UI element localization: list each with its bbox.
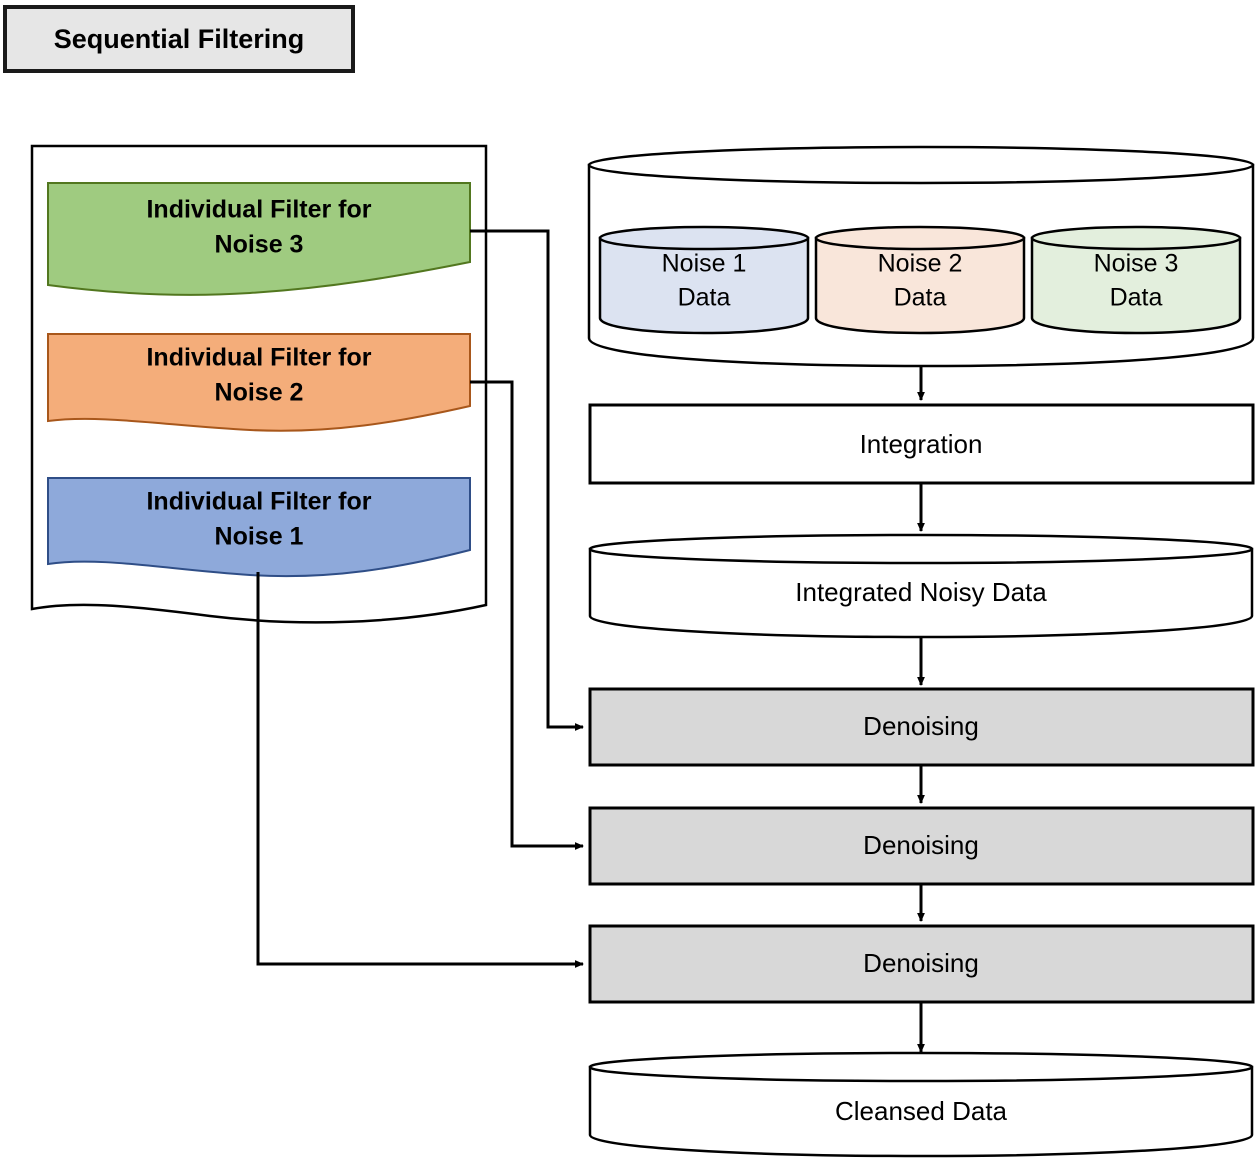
noise-2-data-cylinder[interactable]: Noise 2 Data	[814, 225, 1026, 335]
filter-noise-2[interactable]: Individual Filter for Noise 2	[47, 333, 471, 432]
denoising-step-2-label: Denoising	[863, 830, 979, 860]
integrated-noisy-data-cylinder[interactable]: Integrated Noisy Data	[588, 533, 1254, 639]
noise-3-data-line1: Noise 3	[1094, 250, 1179, 278]
filter-noise-3[interactable]: Individual Filter for Noise 3	[47, 182, 471, 296]
noise-3-data-line2: Data	[1110, 284, 1163, 312]
denoising-step-2[interactable]: Denoising	[588, 806, 1255, 886]
filter-noise-3-line2: Noise 3	[215, 231, 304, 259]
filter-noise-1-line1: Individual Filter for	[146, 488, 371, 516]
noise-2-data-line2: Data	[894, 284, 947, 312]
denoising-step-3-label: Denoising	[863, 948, 979, 978]
integration-label: Integration	[860, 429, 983, 459]
integrated-noisy-data-label: Integrated Noisy Data	[795, 577, 1047, 607]
integration-process[interactable]: Integration	[588, 403, 1255, 485]
denoising-step-3[interactable]: Denoising	[588, 924, 1255, 1004]
noise-1-data-line2: Data	[678, 284, 731, 312]
connector-filter-noise-2-to-denoising-2	[470, 380, 584, 850]
connector-filter-noise-1-to-denoising-3	[256, 572, 584, 968]
noise-1-data-line1: Noise 1	[662, 250, 747, 278]
title-text: Sequential Filtering	[54, 24, 305, 54]
noise-3-data-cylinder[interactable]: Noise 3 Data	[1030, 225, 1242, 335]
filter-noise-2-line2: Noise 2	[215, 379, 304, 407]
denoising-step-1[interactable]: Denoising	[588, 687, 1255, 767]
filter-noise-2-line1: Individual Filter for	[146, 344, 371, 372]
noise-2-data-line1: Noise 2	[878, 250, 963, 278]
title-box: Sequential Filtering	[3, 5, 355, 73]
noise-1-data-cylinder[interactable]: Noise 1 Data	[598, 225, 810, 335]
filter-noise-1[interactable]: Individual Filter for Noise 1	[47, 477, 471, 578]
filter-noise-3-line1: Individual Filter for	[146, 196, 371, 224]
connector-filter-noise-3-to-denoising-1	[470, 229, 584, 731]
filter-noise-1-line2: Noise 1	[215, 523, 304, 551]
cleansed-data-label: Cleansed Data	[835, 1096, 1008, 1126]
denoising-step-1-label: Denoising	[863, 711, 979, 741]
cleansed-data-cylinder[interactable]: Cleansed Data	[588, 1051, 1254, 1158]
